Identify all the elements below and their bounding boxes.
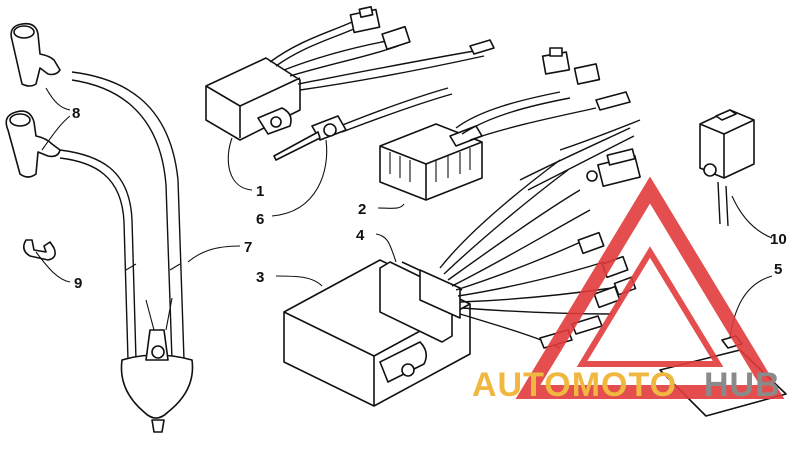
callout-7: 7: [244, 239, 252, 256]
callout-8: 8: [72, 105, 80, 122]
callout-4: 4: [356, 227, 365, 244]
relay-component: [699, 109, 755, 227]
watermark-text-1: AUTOMOTO: [472, 366, 677, 404]
spark-plug-cap-upper: [10, 22, 61, 87]
ignition-coil-leads: [59, 71, 185, 361]
callout-6: 6: [256, 211, 264, 228]
callout-9: 9: [74, 275, 82, 292]
connector-upper-1: [349, 6, 381, 34]
connector-regulator-2: [573, 63, 601, 85]
regulator-wires: [455, 91, 597, 141]
terminal-upper: [469, 39, 495, 55]
spark-plug-cap-lower: [5, 110, 61, 178]
harness-plate: [379, 261, 463, 343]
ignition-coil-body: [120, 297, 194, 433]
callout-2: 2: [358, 201, 366, 218]
module-upper-wires: [269, 21, 485, 91]
watermark-logo: [515, 176, 785, 399]
terminal-regulator: [595, 91, 631, 111]
watermark-text-2: HUB: [704, 366, 781, 404]
clip: [22, 239, 56, 261]
callout-10: 10: [770, 231, 787, 248]
harness-connectors-small: [539, 170, 637, 349]
callout-1: 1: [256, 183, 264, 200]
module-box-upper: [205, 57, 301, 141]
harness-connector-multi: [597, 148, 641, 188]
connector-upper-2: [381, 25, 411, 51]
temperature-sensor: [273, 87, 453, 161]
callout-3: 3: [256, 269, 264, 286]
callout-5: 5: [774, 261, 782, 278]
voltage-regulator: [379, 123, 483, 201]
connector-regulator-1: [541, 47, 571, 75]
